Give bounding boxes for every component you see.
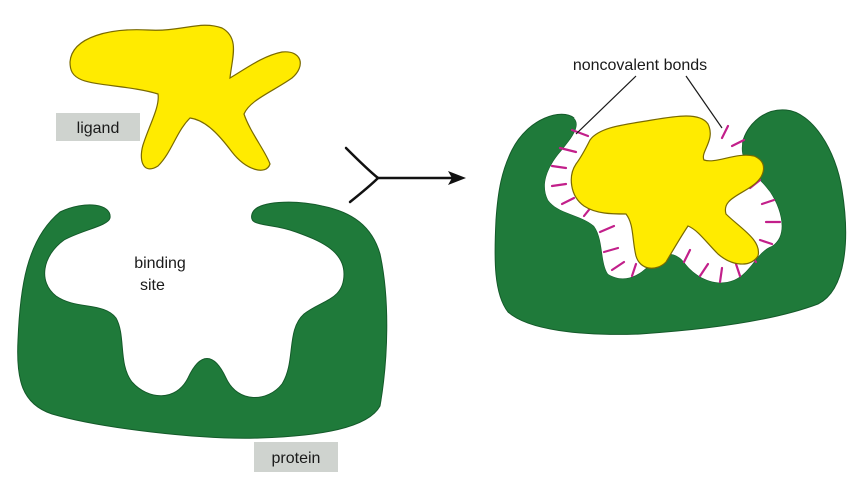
protein-shape	[18, 202, 387, 438]
arrow-upper-branch	[346, 148, 378, 178]
noncovalent-bonds-label: noncovalent bonds	[573, 57, 707, 74]
binding-site-label-line1: binding	[134, 255, 186, 272]
binding-site-label-line2: site	[140, 277, 165, 294]
ligand-label: ligand	[77, 120, 120, 137]
ligand-shape	[70, 25, 300, 170]
reaction-arrow	[346, 148, 454, 202]
protein-label: protein	[272, 450, 321, 467]
arrow-lower-branch	[350, 178, 378, 202]
